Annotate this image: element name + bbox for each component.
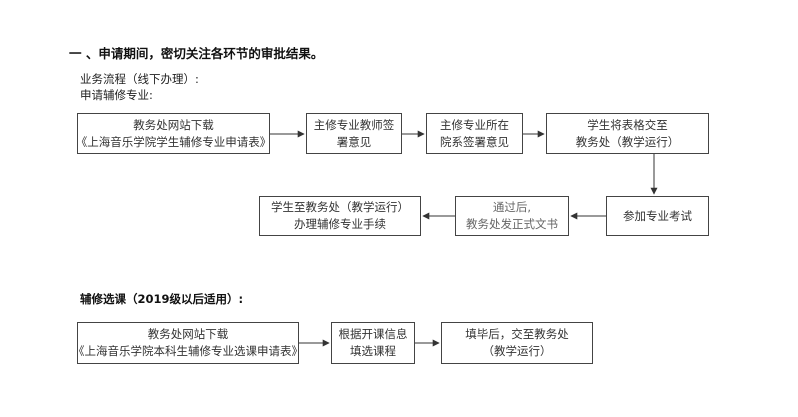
step-exam: 参加专业考试 [606,196,709,236]
step-approved: 通过后, 教务处发正式文书 [455,196,569,236]
step-dept-sign: 主修专业所在 院系签署意见 [426,113,523,154]
course-step-select-line1: 根据开课信息 [338,327,408,341]
process-label: 业务流程（线下办理）: [80,72,199,86]
course-step-select-line2: 填选课程 [350,344,396,358]
course-label: 辅修选课（2019级以后适用）: [80,292,244,306]
course-step-submit-line1: 填毕后，交至教务处 [465,327,569,341]
step-exam-line1: 参加专业考试 [623,208,692,223]
step-submit-form-line1: 学生将表格交至 [587,117,668,132]
step-approved-line2: 教务处发正式文书 [466,217,558,231]
step-teacher-sign: 主修专业教师签 署意见 [306,113,402,154]
step-download-form-line1: 教务处网站下载 [133,117,214,132]
course-step-download-line1: 教务处网站下载 [147,327,229,341]
step-dept-sign-line2: 院系签署意见 [440,134,509,149]
apply-label: 申请辅修专业: [80,88,153,102]
step-approved-line1: 通过后, [492,200,532,214]
step-submit-form: 学生将表格交至 教务处（教学运行） [546,113,709,154]
course-step-select: 根据开课信息 填选课程 [331,322,415,364]
step-download-form-line2: 《上海音乐学院学生辅修专业申请表》 [75,134,272,149]
step-submit-form-line2: 教务处（教学运行） [575,134,680,149]
step-teacher-sign-line1: 主修专业教师签 [313,117,395,132]
course-step-submit-line2: （教学运行） [482,344,552,358]
course-step-download: 教务处网站下载 《上海音乐学院本科生辅修专业选课申请表》 [73,322,303,364]
step-teacher-sign-line2: 署意见 [336,134,372,149]
course-step-download-line2: 《上海音乐学院本科生辅修专业选课申请表》 [73,344,303,358]
section-title: 一 、申请期间，密切关注各环节的审批结果。 [69,46,324,61]
step-dept-sign-line1: 主修专业所在 [440,117,509,132]
step-download-form: 教务处网站下载 《上海音乐学院学生辅修专业申请表》 [75,113,272,154]
step-finalize-line1: 学生至教务处（教学运行） [271,200,409,214]
step-finalize-line2: 办理辅修专业手续 [294,217,386,231]
course-step-submit: 填毕后，交至教务处 （教学运行） [441,322,593,364]
step-finalize: 学生至教务处（教学运行） 办理辅修专业手续 [259,196,421,236]
